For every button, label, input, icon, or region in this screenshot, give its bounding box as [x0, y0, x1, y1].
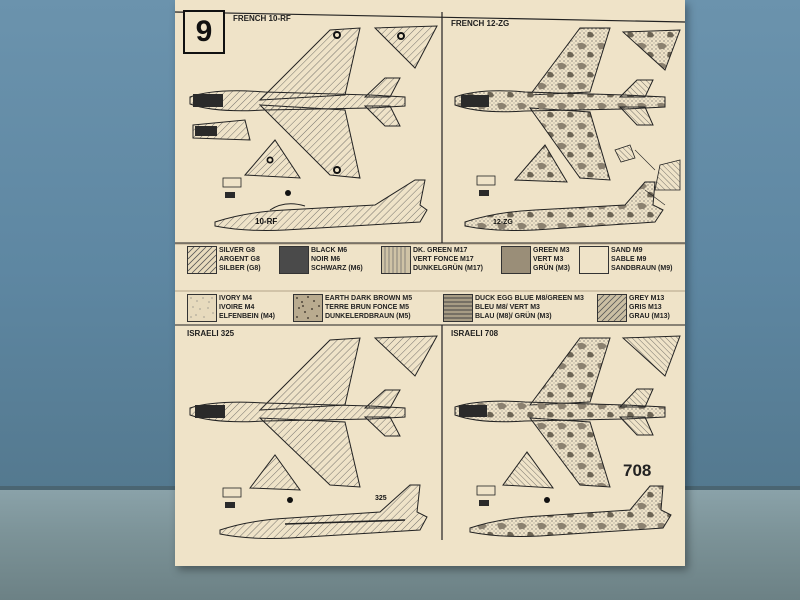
marking-is325: 325	[375, 495, 387, 502]
swatch-grey	[597, 294, 627, 322]
instruction-sheet: 10-RF 12-ZG	[175, 0, 685, 566]
aircraft-wing-detail	[513, 29, 681, 183]
panel-title-israeli-708: ISRAELI 708	[451, 329, 499, 338]
marking-is708: 708	[623, 461, 651, 480]
aircraft-top-view	[454, 27, 666, 181]
swatch-earth-brown	[293, 294, 323, 322]
swatch-ivory	[187, 294, 217, 322]
swatch-silver	[187, 246, 217, 274]
swatch-sand	[579, 246, 609, 274]
aircraft-side-view	[464, 175, 664, 231]
aircraft-top-view	[189, 337, 406, 488]
aircraft-side-view	[469, 485, 672, 537]
detail-callout-drawings	[614, 144, 681, 206]
aircraft-top-view	[454, 337, 666, 488]
swatch-dk-green	[381, 246, 411, 274]
panel-border	[175, 11, 685, 23]
marking-fr10: 10-RF	[255, 217, 277, 226]
marking-fr12: 12-ZG	[493, 219, 513, 226]
aircraft-drawings: 10-RF 12-ZG	[175, 11, 685, 540]
fold-line	[175, 243, 685, 245]
aircraft-top-view	[189, 27, 406, 179]
panel-title-french-12zg: FRENCH 12-ZG	[451, 19, 510, 28]
aircraft-wing-detail	[249, 335, 438, 491]
step-number-badge: 9	[183, 10, 225, 54]
swatch-duck-egg-blue	[443, 294, 473, 322]
aircraft-side-view	[214, 177, 428, 231]
panel-title-french-10rf: FRENCH 10-RF	[233, 14, 291, 23]
swatch-black	[279, 246, 309, 274]
aircraft-wing-detail	[502, 335, 681, 489]
aircraft-wing-detail	[243, 25, 438, 179]
swatch-green	[501, 246, 531, 274]
aircraft-side-view	[219, 484, 428, 539]
fold-line	[175, 290, 685, 292]
aircraft-detail-view	[192, 119, 251, 141]
panel-title-israeli-325: ISRAELI 325	[187, 329, 235, 338]
